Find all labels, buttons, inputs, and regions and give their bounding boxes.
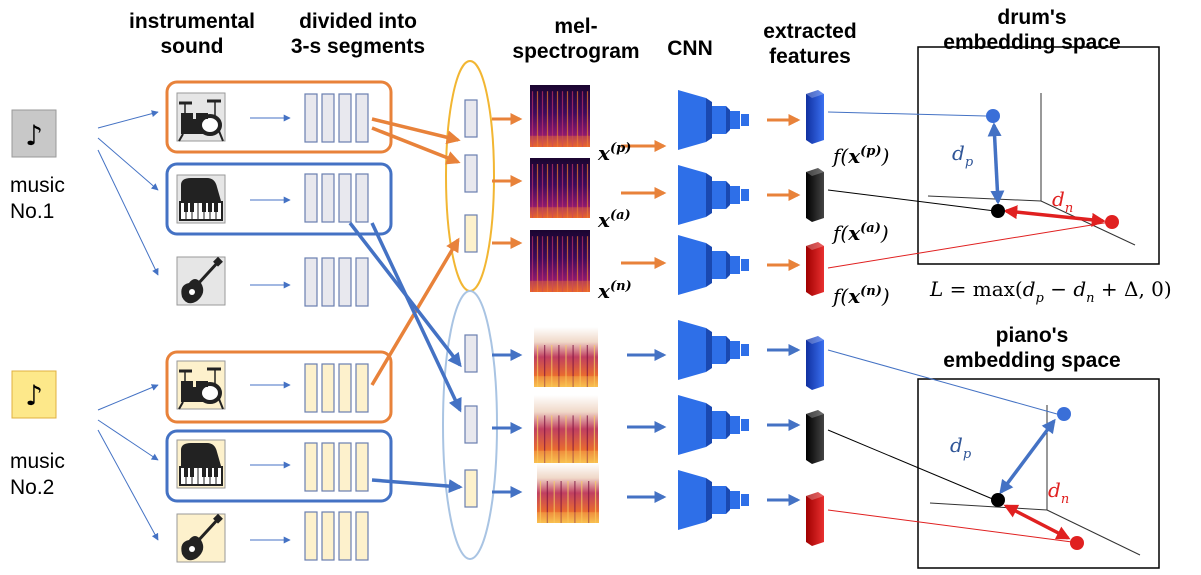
header-mel-line1: mel- [554, 15, 598, 38]
cnn-block [678, 395, 749, 455]
music-1-line1: music [10, 174, 65, 197]
segment-strip [304, 363, 369, 413]
segment-strip [304, 511, 369, 561]
cnn-block [678, 470, 749, 530]
music-1-icon: ♪ [11, 109, 57, 158]
header-divided-line1: divided into [299, 10, 417, 33]
label-f-a: f(x(a)) [831, 221, 889, 245]
piano-icon [176, 174, 226, 224]
header-cnn-text: CNN [667, 37, 713, 60]
segment-strip [304, 173, 369, 223]
anchor-feature [806, 410, 824, 464]
label-f-n: f(x(n)) [831, 284, 890, 308]
anchor-feature [806, 168, 824, 222]
header-extracted-line2: features [769, 45, 851, 68]
music-2-label: music No.2 [10, 449, 90, 501]
positive-feature [806, 336, 824, 390]
header-instrumental-line2: sound [160, 35, 224, 58]
selection-arrows [348, 117, 463, 494]
label-f-p: f(x(p)) [831, 144, 889, 168]
label-x-a: x(a) [597, 208, 631, 232]
cnn-block [678, 320, 749, 380]
cnn-block [678, 165, 749, 225]
header-divided-segments: divided into 3-s segments [266, 9, 450, 59]
segment-strip [304, 257, 369, 307]
piano-embedding-box [917, 378, 1160, 569]
drum-negative-point [1105, 215, 1119, 229]
header-piano-line1: piano's [995, 324, 1069, 347]
piano-selection-ellipse [442, 290, 498, 560]
header-divided-line2: 3-s segments [290, 35, 426, 58]
guitar-icon [176, 513, 226, 563]
header-mel-line2: spectrogram [512, 40, 640, 63]
label-dp-drum: dp [952, 141, 974, 170]
header-drum-line2: embedding space [943, 31, 1121, 54]
piano-group-1 [165, 162, 393, 236]
selected-segment [464, 214, 478, 253]
segment-strip [304, 442, 369, 492]
positive-feature [806, 90, 824, 144]
segment-strip [304, 93, 369, 143]
piano-positive-point [1057, 407, 1071, 421]
header-cnn: CNN [660, 36, 720, 61]
cnn-block [678, 235, 749, 295]
header-piano-line2: embedding space [943, 349, 1121, 372]
music-1-line2: No.1 [10, 200, 55, 223]
header-instrumental-sound: instrumental sound [108, 9, 276, 59]
header-instrumental-line1: instrumental [128, 10, 256, 33]
piano-icon [176, 439, 226, 489]
header-extracted-features: extracted features [740, 19, 880, 69]
header-drum-line1: drum's [997, 6, 1067, 29]
drum-positive-point [986, 109, 1000, 123]
note-glyph-1: ♪ [25, 119, 43, 152]
drum-group-1 [165, 80, 393, 154]
fanout-arrows [97, 110, 159, 541]
music-2-line2: No.2 [10, 476, 55, 499]
label-dn-piano: dn [1048, 478, 1069, 507]
mel-spectrogram [530, 85, 590, 147]
selected-segment [464, 154, 478, 193]
music-2-icon: ♪ [11, 370, 57, 419]
music-1-label: music No.1 [10, 173, 90, 225]
drum-kit-icon [176, 360, 226, 410]
selected-segment [464, 469, 478, 508]
label-x-n: x(n) [597, 279, 632, 303]
negative-feature [806, 242, 824, 296]
piano-group-2 [165, 429, 393, 503]
note-glyph-2: ♪ [25, 379, 43, 412]
selected-segment [464, 334, 478, 373]
drum-kit-icon [176, 92, 226, 142]
piano-axes [929, 405, 1141, 556]
mel-spectrogram [530, 230, 590, 292]
drum-embedding-box [917, 46, 1160, 265]
loss-formula: L = max(dp − dn + Δ, 0) [929, 277, 1172, 306]
embedding-points [986, 109, 1119, 550]
drum-anchor-point [991, 204, 1005, 218]
selected-segment [464, 99, 478, 138]
label-dp-piano: dp [950, 433, 972, 462]
header-piano-embedding: piano's embedding space [932, 323, 1132, 373]
drum-group-2 [165, 350, 393, 424]
mel-spectrogram [537, 463, 599, 523]
icon-to-segment-arrows [250, 114, 291, 544]
piano-anchor-point [991, 493, 1005, 507]
mel-spectrogram [534, 395, 598, 463]
cnn-block [678, 90, 749, 150]
selected-segment [464, 405, 478, 444]
embedding-connectors [827, 111, 1111, 543]
header-drum-embedding: drum's embedding space [932, 5, 1132, 55]
label-x-p: x(p) [597, 141, 631, 165]
distance-arrows [987, 122, 1106, 540]
piano-negative-point [1070, 536, 1084, 550]
header-extracted-line1: extracted [763, 20, 857, 43]
mel-spectrogram [534, 327, 598, 387]
guitar-icon [176, 256, 226, 306]
mel-spectrogram [530, 158, 590, 218]
negative-feature [806, 492, 824, 546]
music-2-line1: music [10, 450, 65, 473]
header-mel-spectrogram: mel- spectrogram [511, 14, 641, 64]
